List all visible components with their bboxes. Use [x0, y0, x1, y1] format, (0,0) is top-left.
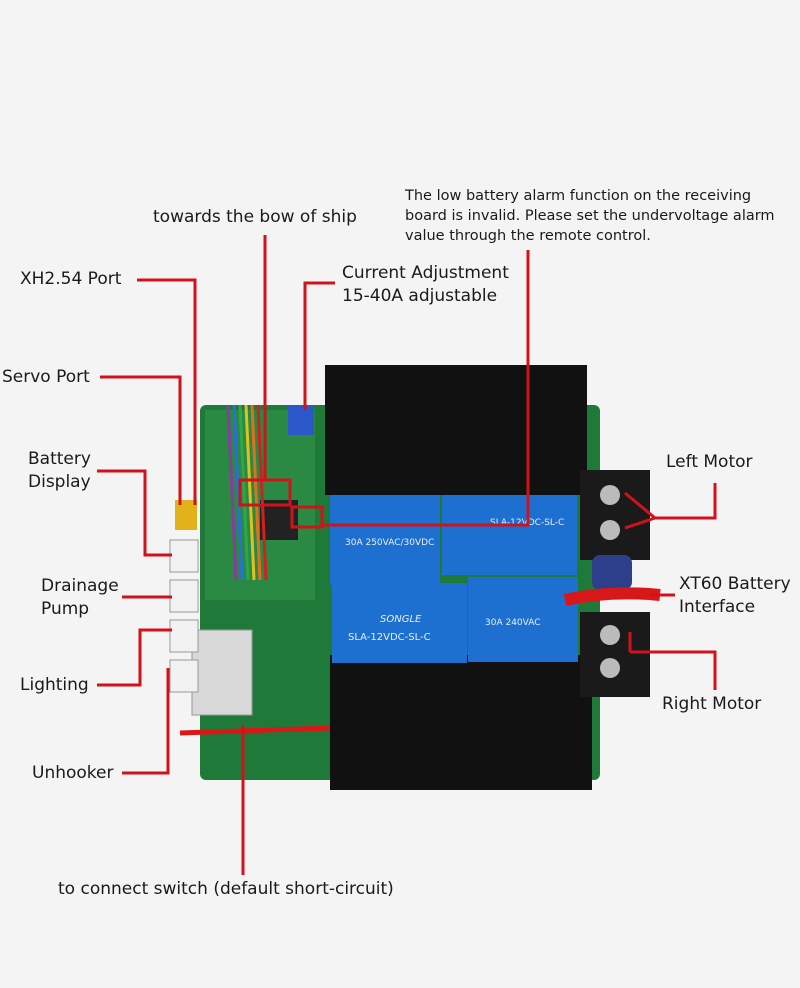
label-servo-port: Servo Port: [2, 367, 90, 387]
leader-lines: [97, 235, 717, 875]
side-connectors: [169, 500, 199, 693]
label-xt60: XT60 Battery: [679, 574, 791, 594]
potentiometer: [288, 405, 314, 435]
label-battery: Battery: [28, 449, 91, 469]
wire-bundle: [226, 404, 268, 581]
aluminum-heatsink: [191, 629, 253, 716]
relay-text: 30A 250VAC/30VDC: [345, 538, 434, 548]
label-xh254-port: XH2.54 Port: [20, 269, 122, 289]
switch-wire: [179, 725, 331, 736]
terminal-screws: [600, 485, 620, 678]
label-lighting: Lighting: [20, 675, 89, 695]
label-left-motor: Left Motor: [666, 452, 753, 472]
relay-top-right: [442, 495, 577, 575]
label-drainage-pump: Pump: [41, 599, 90, 619]
note-low-battery-alarm: The low battery alarm function on the re…: [405, 188, 775, 244]
label-drainage: Drainage: [41, 576, 119, 596]
xt60-battery-wire: [563, 587, 661, 606]
capacitor: [592, 555, 632, 590]
heatsink-bottom: [330, 655, 592, 790]
label-current-adjustment: Current Adjustment: [342, 263, 509, 283]
terminal-block-left-motor: [580, 470, 650, 560]
label-unhooker: Unhooker: [32, 763, 114, 783]
heatsink-top: [325, 365, 587, 495]
relay-text: SLA-12VDC-SL-C: [348, 632, 431, 643]
label-battery-display: Display: [28, 472, 91, 492]
relay-top-left: [330, 495, 440, 585]
label-xt60-interface: Interface: [679, 597, 756, 617]
relay-text: 30A 240VAC: [485, 618, 541, 628]
label-connect-switch: to connect switch (default short-circuit…: [58, 879, 394, 899]
relay-bottom-right: [468, 577, 578, 662]
relay-brand: SONGLE: [380, 614, 422, 625]
label-current-range: 15-40A adjustable: [342, 286, 498, 306]
relay-bottom-left: [332, 583, 467, 663]
label-bow-direction: towards the bow of ship: [153, 207, 357, 227]
terminal-block-right-motor: [580, 612, 650, 697]
label-right-motor: Right Motor: [662, 694, 762, 714]
